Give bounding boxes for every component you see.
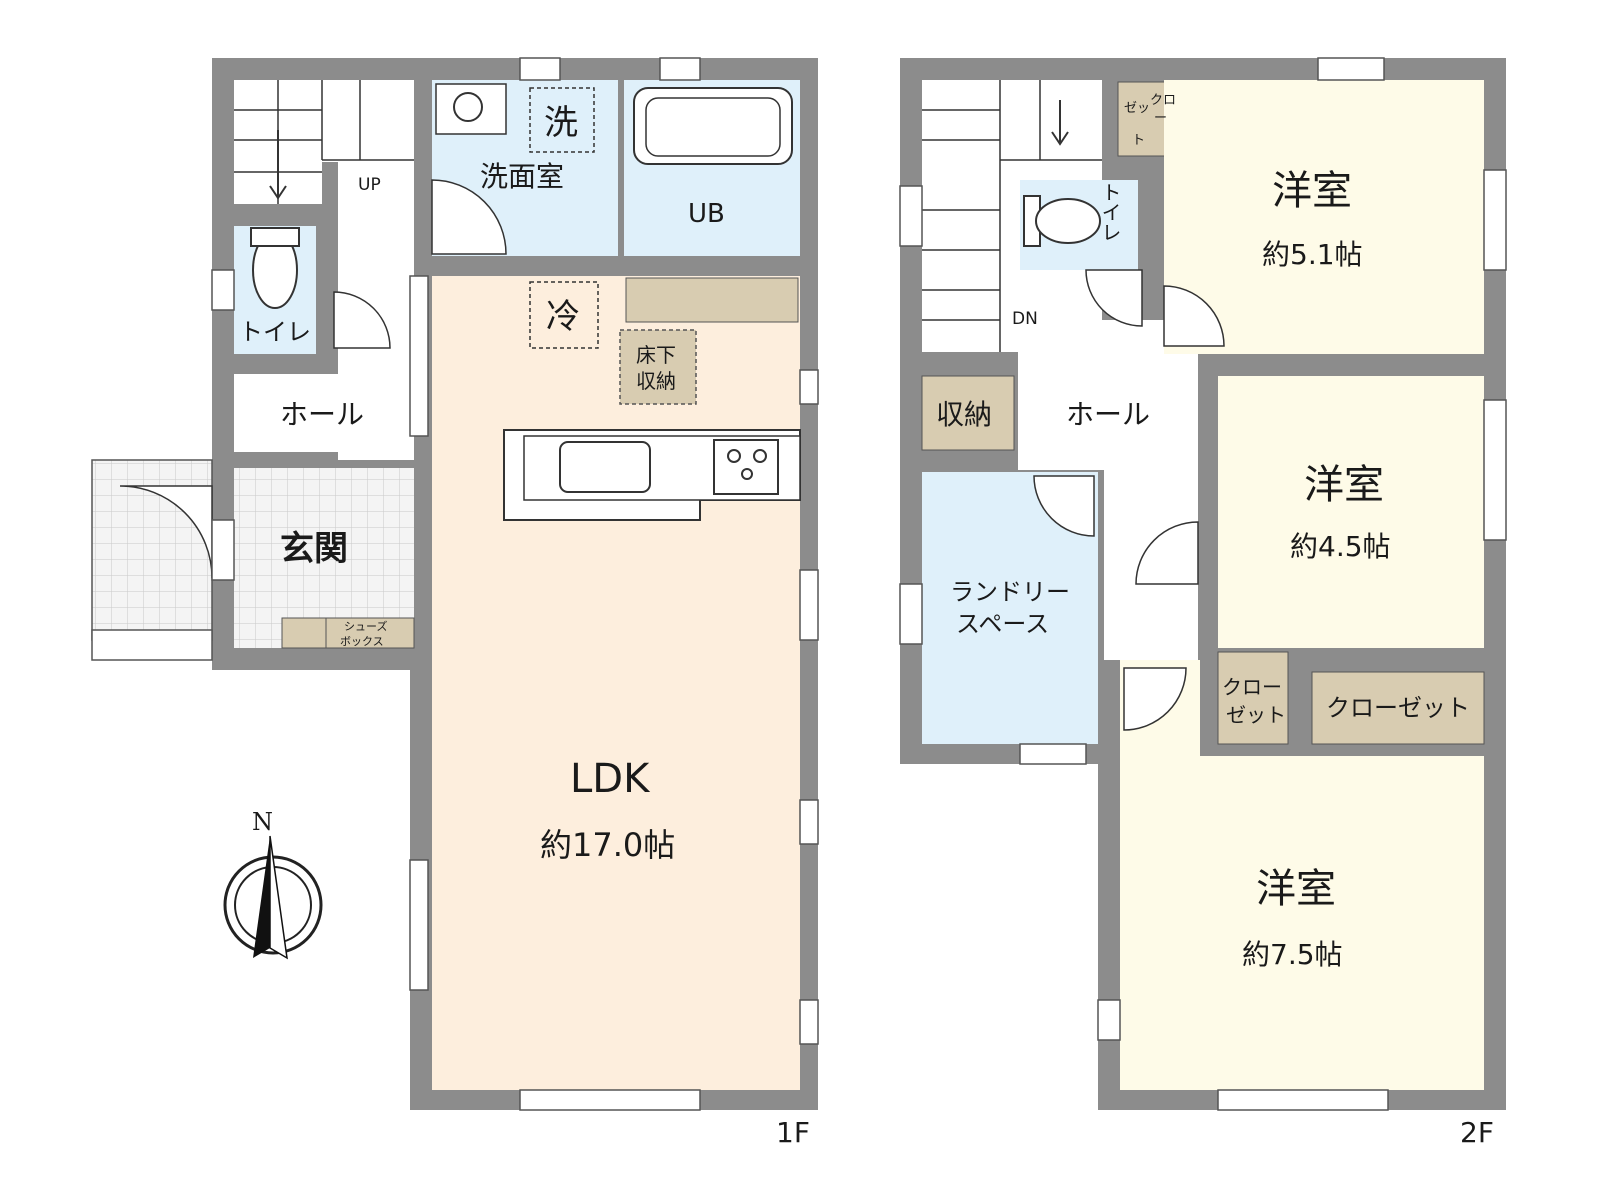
label-laundry-1: ランドリー bbox=[950, 578, 1070, 606]
stove-icon bbox=[713, 439, 779, 495]
label-room1-size: 約5.1帖 bbox=[1262, 238, 1363, 271]
stair-treads-2f bbox=[922, 80, 1102, 352]
label-closet-small-1: クロ bbox=[1150, 93, 1176, 108]
closet3 bbox=[1311, 671, 1485, 745]
label-closet2-2: ゼット bbox=[1226, 703, 1286, 727]
room2 bbox=[1218, 376, 1484, 648]
label-room3: 洋室 bbox=[1256, 866, 1336, 912]
compass bbox=[223, 835, 323, 960]
floor-2f bbox=[899, 57, 1507, 1111]
floor-label-2f: 2F bbox=[1460, 1116, 1494, 1149]
label-ldk: LDK bbox=[570, 756, 651, 802]
label-toilet-2f: トイレ bbox=[1098, 182, 1122, 242]
fridge-space bbox=[529, 281, 599, 349]
burner-icon bbox=[727, 449, 741, 463]
label-underfloor-2: 収納 bbox=[636, 369, 676, 393]
label-room2: 洋室 bbox=[1304, 462, 1384, 508]
stair-landing-1f bbox=[234, 80, 414, 162]
wash-basin-icon bbox=[435, 83, 507, 135]
sink-icon bbox=[559, 441, 651, 493]
label-closet2-1: クロー bbox=[1222, 675, 1282, 699]
door-swing-laundry bbox=[1033, 475, 1095, 537]
door-swing-washroom bbox=[431, 179, 507, 255]
floor-1f bbox=[91, 57, 819, 1111]
label-entrance: 玄関 bbox=[280, 529, 348, 569]
label-up: UP bbox=[358, 175, 381, 195]
underfloor-storage bbox=[619, 329, 697, 405]
basin-bowl-icon bbox=[453, 92, 483, 122]
bathtub-icon bbox=[633, 87, 793, 165]
label-room2-size: 約4.5帖 bbox=[1290, 530, 1391, 563]
door-swing-toilet-2f bbox=[1085, 269, 1143, 327]
room3 bbox=[1120, 756, 1484, 1090]
windows-1f bbox=[211, 57, 819, 1111]
label-closet-small-2: ー bbox=[1154, 111, 1167, 126]
label-washroom: 洗面室 bbox=[480, 160, 564, 193]
label-underfloor-1: 床下 bbox=[636, 343, 676, 367]
label-laundry-2: スペース bbox=[956, 610, 1049, 638]
kitchen-storage bbox=[625, 277, 799, 323]
floor-label-1f: 1F bbox=[776, 1116, 810, 1149]
label-hall-1f: ホール bbox=[280, 398, 364, 431]
shoebox-1 bbox=[281, 617, 327, 649]
label-closet-small-3: ゼッ bbox=[1124, 101, 1150, 116]
compass-north-label: N bbox=[252, 808, 273, 836]
label-shoebox-2: ボックス bbox=[340, 635, 384, 648]
windows-2f bbox=[899, 57, 1507, 1111]
compass-needle-icon bbox=[253, 836, 270, 958]
bathtub-inner-icon bbox=[645, 97, 781, 157]
labels-2f: DN クロ ー ゼッ ト トイレ 洋室 約5.1帖 収納 ホール ランドリー ス… bbox=[936, 93, 1494, 1149]
label-washer: 洗 bbox=[544, 103, 578, 143]
label-toilet-1f: トイレ bbox=[239, 318, 311, 346]
door-swing-room2 bbox=[1135, 521, 1199, 585]
label-shoebox-1: シューズ bbox=[344, 619, 387, 633]
room1 bbox=[1164, 80, 1484, 354]
porch-step bbox=[91, 629, 213, 661]
toilet-bowl-icon bbox=[1035, 198, 1101, 244]
door-swing-room3 bbox=[1123, 667, 1187, 731]
label-bath: UB bbox=[688, 199, 725, 229]
washer-space bbox=[529, 87, 595, 153]
label-hall-2f: ホール bbox=[1066, 398, 1150, 431]
label-room1: 洋室 bbox=[1272, 168, 1352, 214]
hall-1f bbox=[234, 374, 414, 452]
closet2 bbox=[1217, 651, 1289, 745]
ldk bbox=[432, 276, 800, 1090]
shoebox-2 bbox=[325, 617, 415, 649]
labels-1f: UP トイレ 洗 洗面室 UB 冷 床下 収納 ホール 玄関 シューズ ボックス… bbox=[239, 103, 810, 1149]
storage-2f bbox=[921, 375, 1015, 451]
label-fridge: 冷 bbox=[546, 297, 580, 337]
burner-icon bbox=[741, 468, 753, 480]
label-closet-small-4: ト bbox=[1132, 133, 1145, 148]
label-ldk-size: 約17.0帖 bbox=[540, 826, 675, 864]
label-room3-size: 約7.5帖 bbox=[1242, 938, 1343, 971]
door-swing-room1 bbox=[1163, 285, 1225, 347]
label-closet3: クローゼット bbox=[1326, 694, 1470, 722]
compass-needle-icon bbox=[269, 835, 288, 960]
burner-icon bbox=[753, 449, 767, 463]
label-storage-2f: 収納 bbox=[936, 398, 992, 431]
stair-arrow-icon bbox=[269, 130, 287, 200]
door-swing-toilet bbox=[333, 291, 391, 349]
toilet-tank-icon bbox=[250, 227, 300, 247]
label-dn: DN bbox=[1012, 309, 1038, 329]
stair-arrow-down-icon bbox=[1051, 100, 1069, 146]
